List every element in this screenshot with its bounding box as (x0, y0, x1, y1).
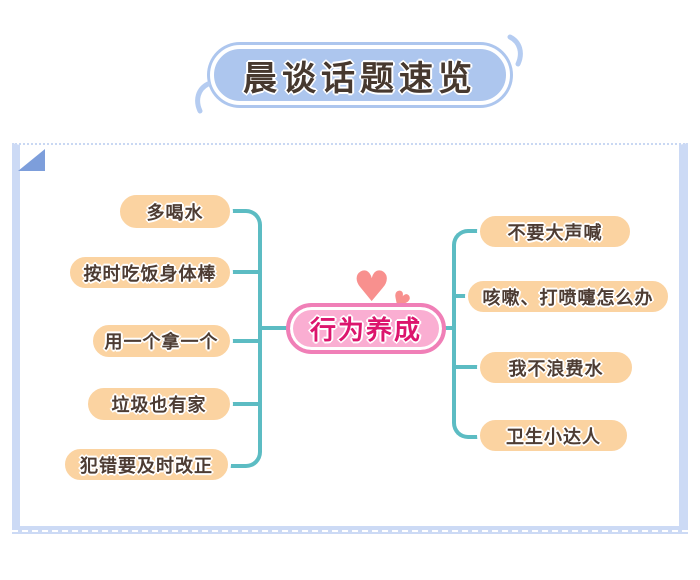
connector-line (452, 365, 484, 369)
branch-node-cough-sneeze: 咳嗽、打喷嚏怎么办 (465, 278, 671, 315)
page-title: 晨谈话题速览 (210, 45, 510, 105)
connector-right-bracket (452, 229, 484, 439)
center-node-behavior: 行为养成 (286, 303, 446, 354)
connector-line (226, 402, 262, 406)
branch-node-drink-water: 多喝水 (117, 192, 233, 231)
branch-node-no-wasting-water: 我不浪费水 (477, 349, 635, 386)
connector-line (226, 339, 262, 343)
title-accent-stroke-top-right (507, 34, 523, 67)
branch-node-garbage-has-home: 垃圾也有家 (85, 385, 233, 423)
heart-large-icon: ♥ (353, 262, 391, 311)
branch-node-use-one-take-one: 用一个拿一个 (90, 322, 233, 360)
branch-node-eat-on-time: 按时吃饭身体棒 (67, 254, 233, 291)
connector-line-center-left (258, 326, 294, 330)
connector-line (226, 270, 262, 274)
connector-left-bracket (226, 209, 262, 468)
branch-node-hygiene-expert: 卫生小达人 (477, 417, 630, 454)
connector-line-center-right (438, 326, 456, 330)
title-accent-stroke-bottom-left (195, 81, 211, 114)
folded-corner-icon (18, 149, 45, 171)
branch-node-correct-mistakes: 犯错要及时改正 (62, 446, 231, 483)
card-bottom-dashed-line (12, 530, 688, 532)
connector-line (452, 294, 472, 298)
branch-node-no-shouting: 不要大声喊 (477, 213, 633, 250)
